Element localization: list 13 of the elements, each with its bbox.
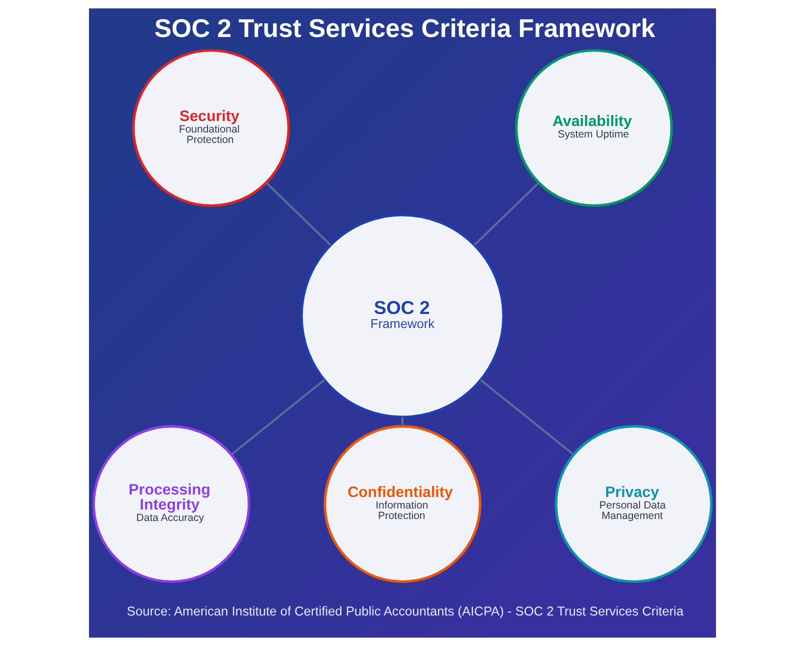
connector: [480, 379, 574, 456]
caption: Source: American Institute of Certified Public Accountants (AICPA) - SOC 2 Trust Services Criteria: [126, 603, 684, 618]
connector: [265, 182, 331, 246]
node-circle: Privacy Personal Data Management: [554, 425, 712, 583]
node-circle: Availability System Uptime: [514, 49, 672, 207]
connector: [230, 379, 324, 456]
node-circle: Confidentiality Information Protection: [323, 425, 481, 583]
connector: [473, 182, 539, 246]
node-circle: Processing Integrity Data Accuracy: [92, 425, 250, 583]
node-circle: SOC 2 Framework: [300, 214, 504, 418]
connector: [400, 417, 404, 426]
node-circle: Security Foundational Protection: [132, 49, 290, 207]
diagram-title: SOC 2 Trust Services Criteria Framework: [154, 15, 655, 44]
